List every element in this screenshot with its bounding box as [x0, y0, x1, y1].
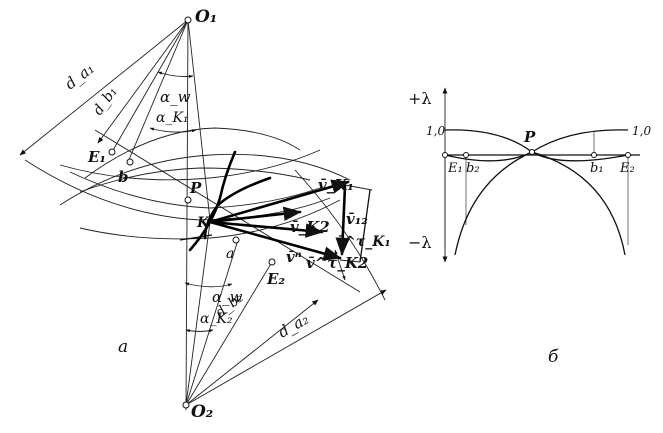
radius-o2-e2 [185, 261, 273, 406]
label-vk1t: v̄^τ_K₁ [336, 234, 391, 250]
vk1t-line [359, 189, 371, 263]
point-b-e1 [442, 152, 448, 158]
label-left-level: 1,0 [426, 124, 445, 138]
label-right-level: 1,0 [632, 124, 651, 138]
label-o1: O₁ [195, 7, 217, 27]
center-line [185, 17, 189, 411]
label-minus-lambda: −λ [408, 233, 432, 252]
label-b-e2: E₂ [619, 161, 635, 176]
angle-aw-top-arc [157, 71, 194, 79]
label-b-e1: E₁ [447, 161, 463, 176]
label-b-b1: b₁ [590, 161, 604, 176]
label-db1: d_b₁ [90, 84, 121, 118]
caption-b: б [548, 347, 559, 367]
figure-b: +λ −λ 1,0 1,0 P E₁ b₂ b₁ E₂ б [408, 87, 651, 367]
label-vk2: v̄_K2 [290, 218, 330, 236]
angle-ak1-arc [149, 127, 197, 133]
label-aw-top: α_w [160, 88, 191, 106]
point-b-e2 [625, 152, 631, 158]
radius-o2-a [185, 239, 239, 406]
curve-lambda-1-pos [444, 129, 629, 162]
outer-arc-2 [294, 169, 386, 301]
arc-gear-1b [79, 199, 341, 240]
label-b: b [118, 168, 129, 186]
label-aw-bottom: α_w [212, 288, 243, 306]
label-vk1: v̄_K₁ [318, 176, 354, 194]
radius-o2-k [185, 221, 211, 406]
point-b-b1 [591, 152, 597, 158]
curve-lambda-2-pos [444, 129, 629, 162]
point-a [232, 236, 240, 244]
vk1-tip-lead [344, 184, 373, 191]
dim-db1-line [97, 19, 189, 144]
figure-a: O₁ O₂ P K E₁ b E₂ a d_a₁ d_b₁ d_b₂ d_a₂ … [19, 7, 391, 422]
radius-o1-k [187, 19, 211, 221]
label-da2: d_a₂ [275, 310, 312, 342]
curve-lambda-2-neg [531, 151, 626, 256]
point-b-b2 [463, 152, 469, 158]
vector-v12 [335, 184, 350, 256]
dim-db2-line [185, 299, 319, 406]
point-b-p [529, 149, 535, 155]
point-b [126, 158, 134, 166]
angle-ak2-arc [185, 329, 214, 333]
point-o1 [184, 16, 192, 24]
label-b-b2: b₂ [466, 161, 480, 176]
label-da1: d_a₁ [61, 59, 97, 93]
dim-da1-line [19, 19, 189, 156]
label-o2: O₂ [191, 402, 213, 422]
vector-vk2 [208, 220, 342, 261]
angle-aw-bottom-arc [184, 282, 233, 288]
label-k: K [196, 215, 210, 231]
label-b-p: P [523, 128, 536, 146]
ref-circle-1 [59, 149, 321, 181]
base-circle-1 [69, 171, 321, 209]
curve-lambda-1-neg [454, 151, 533, 256]
tip-circle-1 [24, 159, 331, 221]
label-e1: E₁ [87, 148, 106, 166]
point-p [184, 196, 192, 204]
vector-vk2t [208, 220, 324, 238]
tooth-tip-line [179, 234, 213, 241]
radius-o1-e1 [111, 19, 189, 153]
vector-vk1 [208, 179, 350, 224]
point-e1 [108, 148, 116, 156]
point-o2 [182, 401, 190, 409]
ref-circle-2 [84, 127, 301, 179]
radius-o1-b [127, 19, 189, 163]
caption-a: a [118, 337, 128, 357]
label-plus-lambda: +λ [408, 89, 432, 108]
label-vn: v̄ⁿ [286, 248, 302, 266]
label-vk2t: v̄^τ_K2 [306, 254, 368, 272]
tooth-profile-1 [188, 150, 237, 252]
label-ak2: α_K₂ [200, 311, 233, 327]
label-p: P [189, 179, 202, 197]
dim-arrow-e2 [334, 249, 346, 281]
vector-vn [208, 206, 302, 224]
base-circle-2 [79, 167, 311, 193]
label-v12: v̄₁₂ [346, 210, 368, 228]
tip-circle-2 [59, 153, 351, 206]
dim-da2-line [185, 289, 387, 406]
label-ak1: α_K₁ [156, 110, 189, 126]
tooth-profile-2 [203, 176, 272, 240]
label-a: a [226, 246, 234, 262]
label-e2: E₂ [266, 270, 285, 288]
point-e2 [268, 258, 276, 266]
line-of-action [94, 129, 361, 293]
